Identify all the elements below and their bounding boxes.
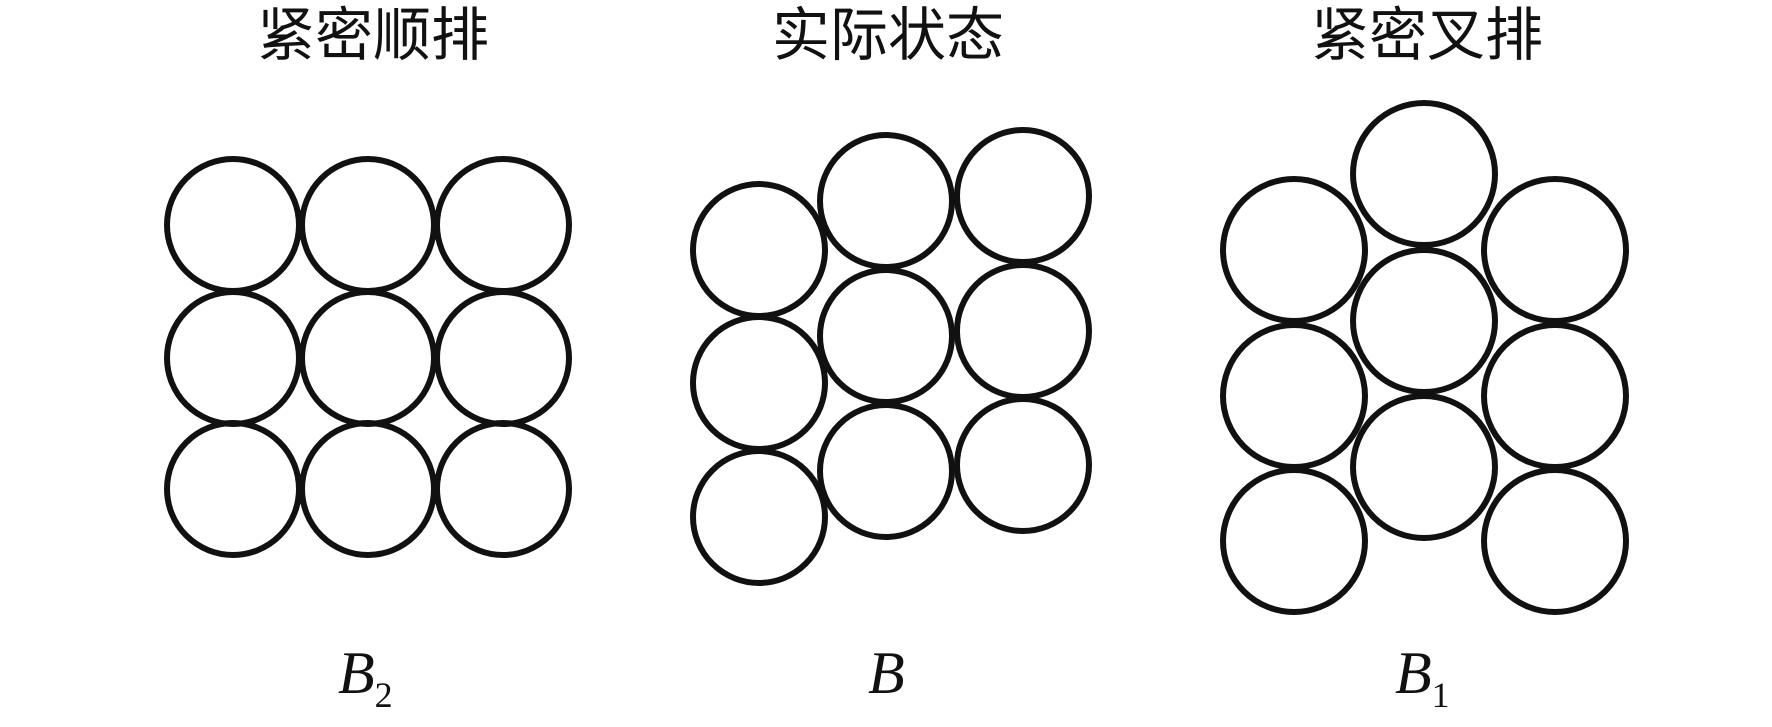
circle [1220,322,1368,470]
circle [690,314,828,452]
circle-group-tight-square [164,156,572,558]
circle [1220,467,1368,615]
circle [299,156,437,294]
circle [1350,393,1498,541]
circle [164,289,302,427]
circle [1481,467,1629,615]
circle [299,420,437,558]
circle [1481,322,1629,470]
circle [817,132,955,270]
panel-title-tight-staggered: 紧密叉排 [1311,1,1543,69]
panel-tight-square: 紧密顺排 B2 [164,1,572,715]
panel-title-actual: 实际状态 [772,1,1004,69]
variable-label-tight-staggered: B1 [1395,640,1450,715]
circle [1350,100,1498,248]
circle [690,181,828,319]
circle [817,402,955,540]
circle [1350,247,1498,395]
variable-label-actual: B [868,640,905,706]
panel-tight-staggered: 紧密叉排 B1 [1220,1,1629,715]
circle [817,267,955,405]
circle [434,289,572,427]
circle [164,420,302,558]
circle [690,448,828,586]
circle [954,262,1092,400]
circle [1481,176,1629,324]
variable-label-tight-square: B2 [338,640,393,715]
panel-actual: 实际状态 B [690,1,1092,706]
circle [299,289,437,427]
circle-group-actual [690,127,1092,586]
panel-title-tight-square: 紧密顺排 [257,1,489,69]
circle-group-tight-staggered [1220,100,1629,615]
circle [434,156,572,294]
circle [954,127,1092,265]
circle [164,156,302,294]
circle [1220,176,1368,324]
circle [434,420,572,558]
circle [954,396,1092,534]
